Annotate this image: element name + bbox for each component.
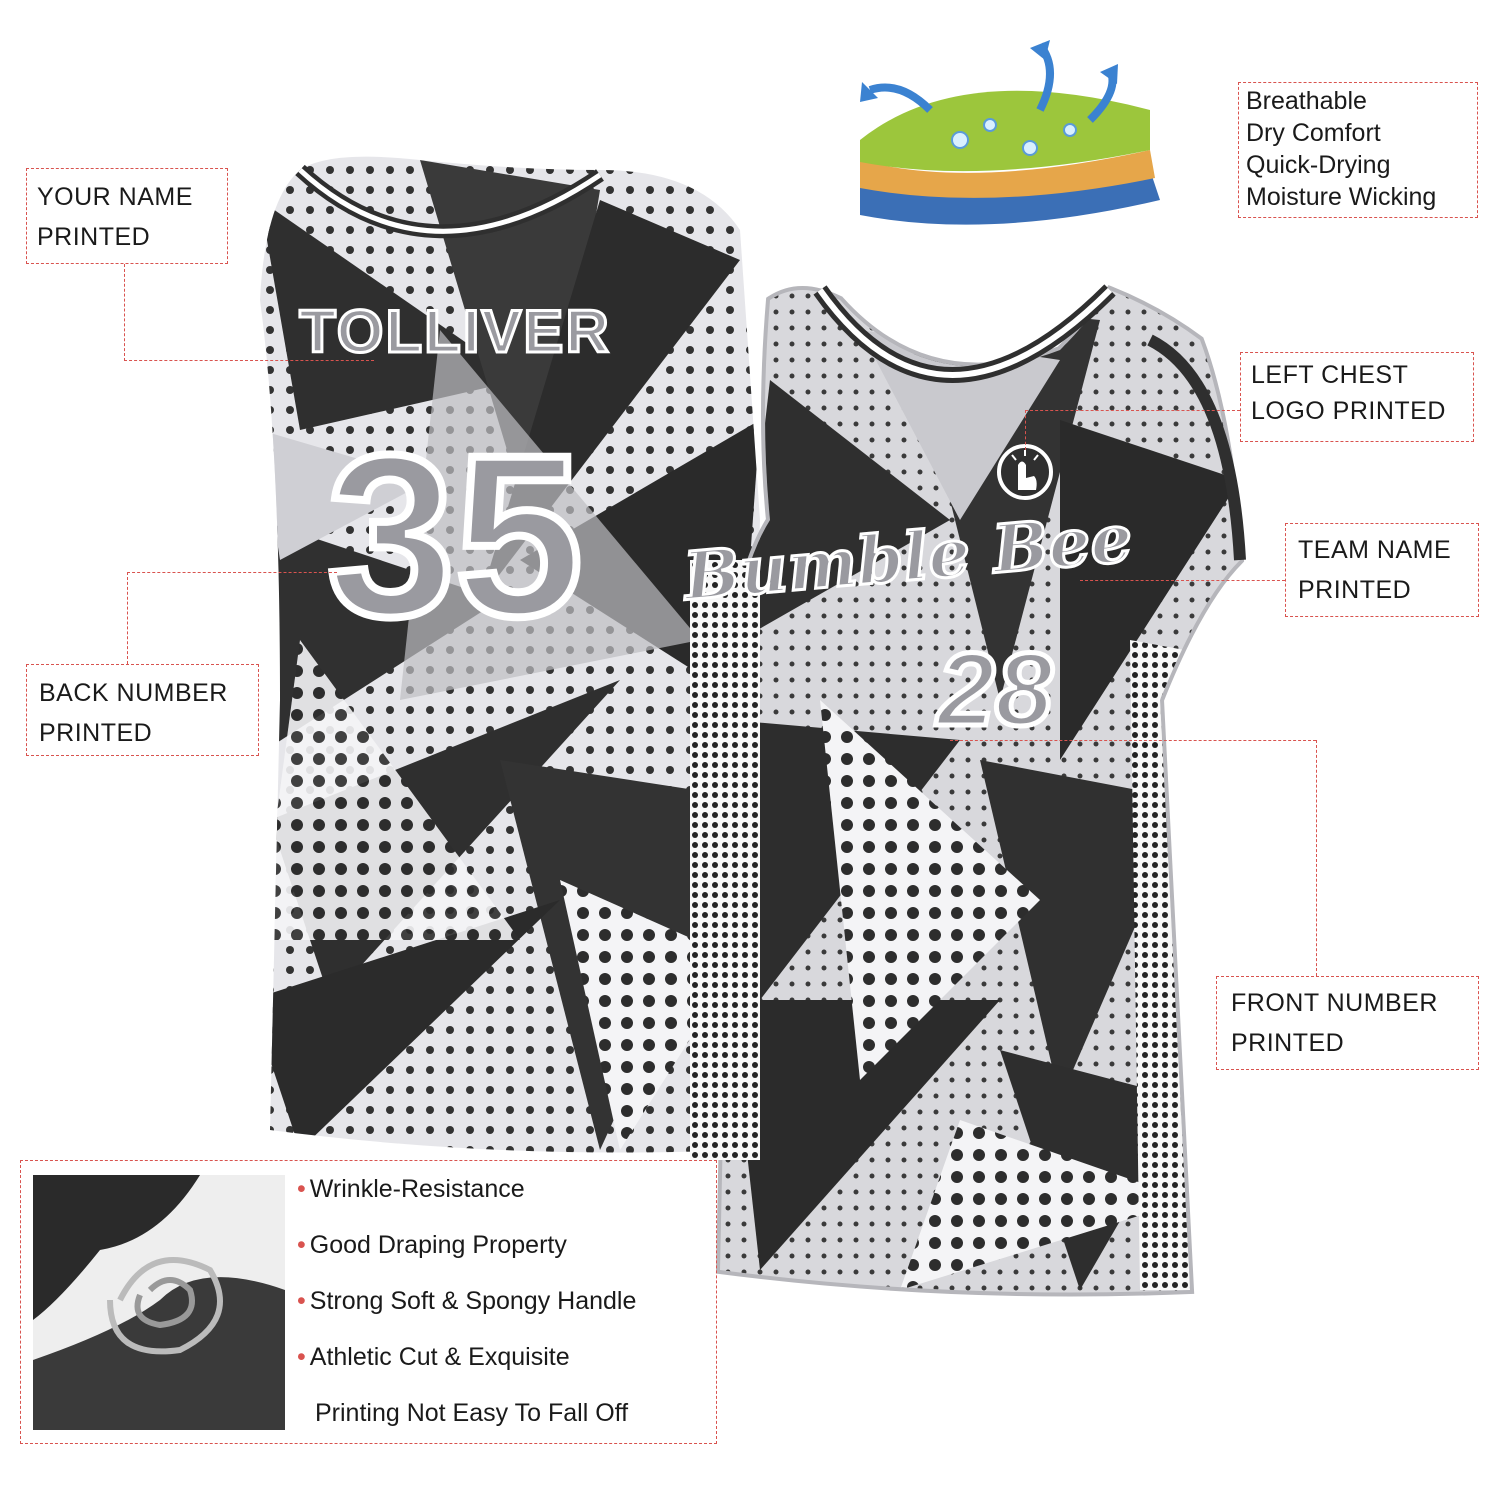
fabric-properties-panel: •Wrinkle-Resistance •Good Draping Proper… [20,1160,717,1444]
callout-back-number: BACK NUMBER PRINTED [26,664,259,756]
callout-your-name-line2: PRINTED [37,223,151,251]
leader-front-number-h [950,740,1316,741]
property-item: •Athletic Cut & Exquisite [297,1329,636,1385]
leader-back-number-h [127,572,337,573]
property-text: Wrinkle-Resistance [309,1175,525,1203]
callout-front-number: FRONT NUMBER PRINTED [1216,976,1479,1070]
chest-logo-icon [997,444,1053,500]
callout-your-name-line1: YOUR NAME [37,183,193,211]
property-bullet: • [297,1231,306,1259]
callout-team-name-line1: TEAM NAME [1298,536,1452,564]
property-item: •Good Draping Property [297,1217,636,1273]
fabric-properties-list: •Wrinkle-Resistance •Good Draping Proper… [297,1161,636,1441]
fabric-swatch-image [33,1175,285,1430]
feature-quick-drying: Quick-Drying [1246,151,1391,179]
callout-front-number-line2: PRINTED [1231,1029,1345,1057]
property-bullet: • [297,1175,306,1203]
leader-your-name-h [124,360,374,361]
callout-fabric-features: Breathable Dry Comfort Quick-Drying Mois… [1238,82,1478,218]
property-text: Strong Soft & Spongy Handle [309,1287,637,1315]
property-bullet: • [297,1287,306,1315]
leader-team-name-h [1080,580,1285,581]
front-number-print: 28 [935,632,1053,748]
leader-front-number-v [1316,740,1317,976]
callout-back-number-line1: BACK NUMBER [39,679,228,707]
callout-team-name-line2: PRINTED [1298,576,1412,604]
property-item: •Strong Soft & Spongy Handle [297,1273,636,1329]
leader-left-chest-v [1025,410,1026,450]
leader-back-number-v [127,572,128,664]
callout-left-chest: LEFT CHEST LOGO PRINTED [1240,352,1474,442]
leader-your-name-v [124,264,125,361]
side-mesh-panel [690,560,760,1160]
fabric-layers-icon [860,40,1160,225]
feature-dry-comfort: Dry Comfort [1246,119,1381,147]
leader-left-chest-h [1025,410,1240,411]
feature-moisture-wicking: Moisture Wicking [1246,183,1437,211]
front-jersey [715,284,1246,1297]
property-item: •Wrinkle-Resistance [297,1161,636,1217]
back-name-print: TOLLIVER [299,298,611,365]
callout-left-chest-line2: LOGO PRINTED [1251,397,1446,425]
property-text: Printing Not Easy To Fall Off [315,1399,629,1427]
callout-left-chest-line1: LEFT CHEST [1251,361,1409,389]
callout-team-name: TEAM NAME PRINTED [1285,523,1479,617]
callout-back-number-line2: PRINTED [39,719,153,747]
back-number-print: 35 [327,407,583,664]
callout-your-name: YOUR NAME PRINTED [26,168,228,264]
feature-breathable: Breathable [1246,87,1367,115]
property-item: Printing Not Easy To Fall Off [297,1385,636,1441]
property-bullet: • [297,1343,306,1371]
property-text: Athletic Cut & Exquisite [309,1343,570,1371]
callout-front-number-line1: FRONT NUMBER [1231,989,1438,1017]
property-text: Good Draping Property [309,1231,567,1259]
